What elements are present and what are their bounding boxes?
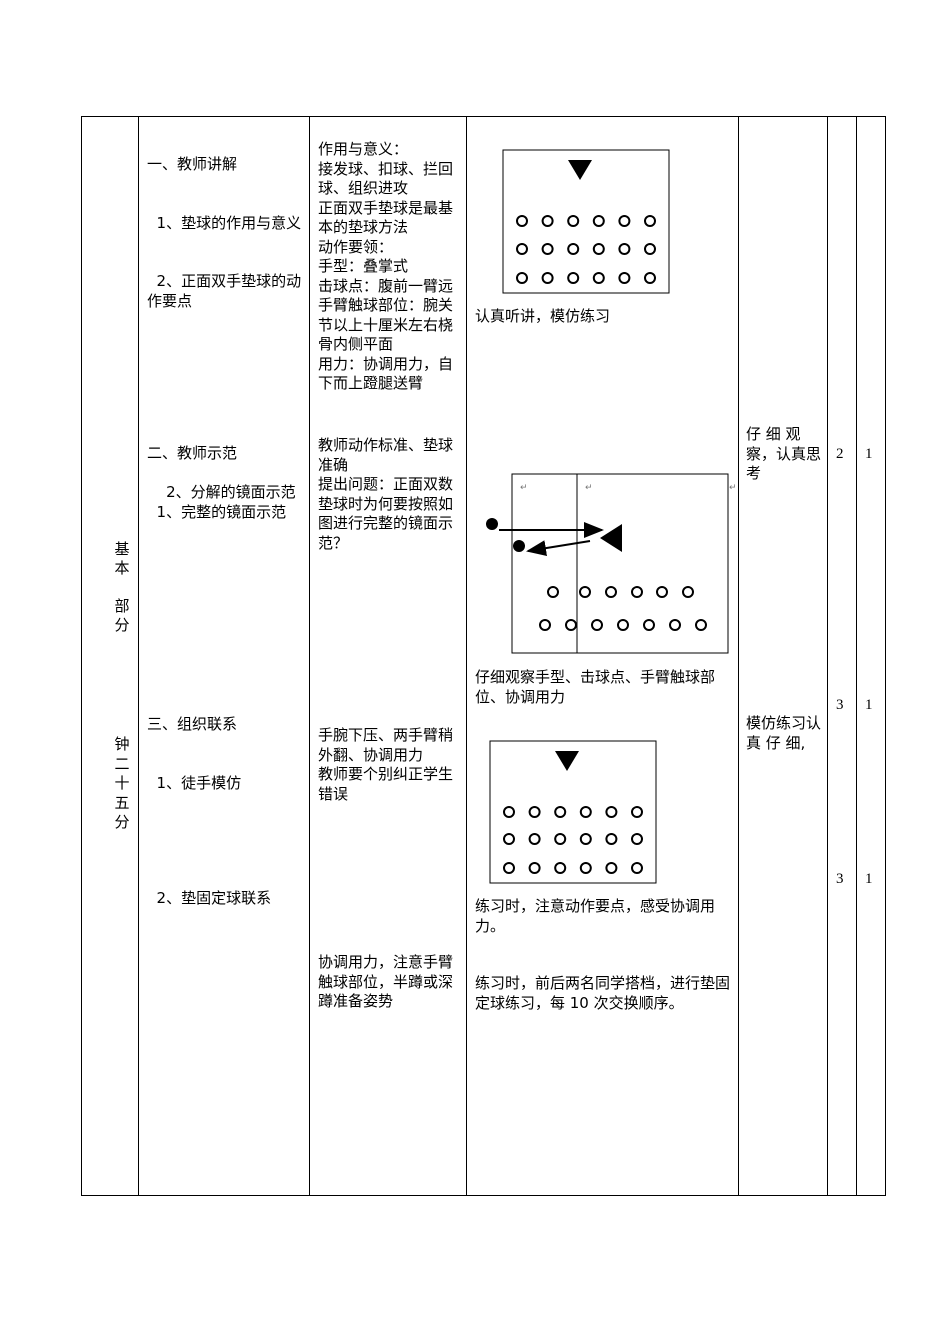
diagram-formation-2 (489, 740, 657, 884)
student-circle-icon (503, 806, 515, 818)
times-3: 3 (836, 871, 844, 887)
student-circle-icon (516, 243, 528, 255)
student-circle-icon (541, 272, 554, 284)
notes-4: 协调用力，注意手臂触球部位，半蹲或深蹲准备姿势 (318, 953, 454, 1010)
student-circle-icon (539, 619, 551, 631)
notes-2: 教师动作标准、垫球准确 提出问题：正面双数垫球时为何要按照如图进行完整的镜面示范… (318, 436, 454, 552)
groups-2: 1 (865, 697, 873, 713)
student-circle-icon (643, 619, 655, 631)
student-circle-icon (541, 215, 554, 227)
student-circle-icon (516, 272, 528, 284)
student-circle-icon (592, 215, 605, 227)
student-circle-icon (617, 619, 629, 631)
student-circle-icon (644, 215, 656, 227)
student-circle-icon (591, 619, 603, 631)
student-circle-icon (656, 586, 668, 598)
organization-text-1: 认真听讲，模仿练习 (475, 307, 611, 325)
student-circle-icon (579, 586, 591, 598)
student-circle-icon (528, 833, 541, 845)
student-circle-icon (554, 862, 567, 874)
student-text-1: 仔 细 观 察，认真思考 (746, 425, 822, 482)
student-circle-icon (541, 243, 554, 255)
student-circle-icon (631, 833, 643, 845)
organization-text-2: 仔细观察手型、击球点、手臂触球部位、协调用力 (475, 668, 716, 706)
student-circle-icon (631, 862, 643, 874)
student-circle-icon (516, 215, 528, 227)
student-circle-icon (631, 806, 643, 818)
student-circle-icon (554, 806, 567, 818)
heading-organize: 三、组织联系 (147, 715, 238, 733)
student-circle-icon (618, 272, 631, 284)
student-circle-icon (567, 272, 580, 284)
student-circle-icon (547, 586, 559, 598)
student-circle-icon (618, 215, 631, 227)
student-circle-icon (605, 806, 618, 818)
notes-3: 手腕下压、两手臂稍外翻、协调用力 教师要个别纠正学生错误 (318, 726, 454, 803)
student-circle-icon (631, 586, 643, 598)
student-circle-icon (644, 243, 656, 255)
student-circle-icon (592, 272, 605, 284)
student-circle-icon (592, 243, 605, 255)
student-circle-icon (554, 833, 567, 845)
section-duration: 钟 二 十 五 分 (114, 735, 130, 831)
student-circle-icon (605, 833, 618, 845)
student-circle-icon (682, 586, 694, 598)
student-circle-icon (618, 243, 631, 255)
times-1: 2 (836, 446, 844, 462)
student-circle-icon (695, 619, 707, 631)
student-circle-icon (605, 586, 617, 598)
student-circle-icon (644, 272, 656, 284)
content-column: 一、教师讲解 1、垫球的作用与意义 2、正面双手垫球的动作要点 (147, 116, 305, 350)
organization-text-4: 练习时，前后两名同学搭档，进行垫固定球练习，每 10 次交换顺序。 (475, 974, 731, 1012)
times-2: 3 (836, 697, 844, 713)
student-circle-icon (565, 619, 577, 631)
student-circle-icon (528, 806, 541, 818)
heading-teacher-demo: 二、教师示范 (147, 444, 238, 462)
student-circle-icon (579, 833, 592, 845)
section-label: 基 本 部 分 (114, 540, 130, 634)
diagram-demo (486, 473, 729, 654)
student-circle-icon (567, 243, 580, 255)
teacher-triangle-icon (568, 160, 592, 180)
student-circle-icon (605, 862, 618, 874)
diagram-formation-1 (502, 149, 670, 294)
heading-teacher-explain: 一、教师讲解 (147, 155, 238, 173)
student-text-2: 模仿练习认 真 仔 细, (746, 714, 826, 752)
groups-1: 1 (865, 446, 873, 462)
student-circle-icon (579, 862, 592, 874)
student-circle-icon (528, 862, 541, 874)
student-circle-icon (503, 862, 515, 874)
organization-text-3: 练习时，注意动作要点，感受协调用力。 (475, 897, 716, 935)
groups-3: 1 (865, 871, 873, 887)
student-circle-icon (503, 833, 515, 845)
student-circle-icon (567, 215, 580, 227)
student-circle-icon (669, 619, 681, 631)
student-circle-icon (579, 806, 592, 818)
notes-1: 作用与意义： 接发球、扣球、拦回球、组织进攻 正面双手垫球是最基本的垫球方法 动… (318, 140, 454, 392)
